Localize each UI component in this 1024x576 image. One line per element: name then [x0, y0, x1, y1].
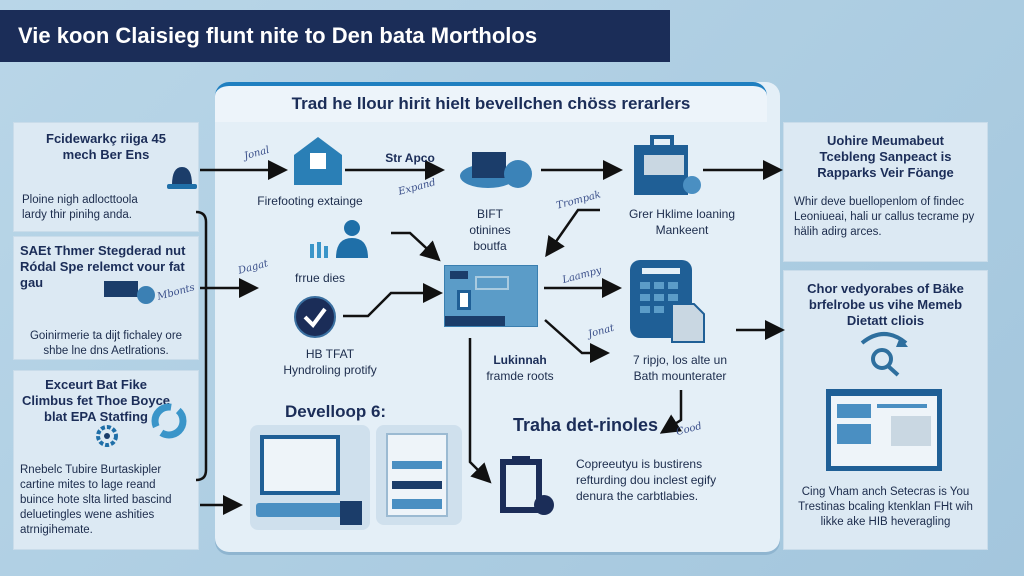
right-card-2: Chor vedyorabes of Bäke brfelrobe us vih… — [783, 270, 988, 550]
card-stack-icon — [102, 277, 155, 304]
calculator-document-icon — [628, 258, 708, 349]
card-body: Whir deve buellopenlom of findec Leoniue… — [794, 196, 975, 238]
card-body: Cing Vham anch Setecras is You Trestinas… — [798, 486, 973, 528]
laptop-icon — [458, 150, 536, 197]
card-body: Ploine nigh adlocttoola lardy thir pinih… — [22, 194, 138, 221]
right-card-1: Uohire Meumabeut Tcebleng Sanpeact is Ra… — [783, 122, 988, 262]
desktop-computer-icon — [250, 425, 370, 530]
dashboard-icon — [444, 265, 538, 327]
refresh-search-icon — [854, 329, 914, 384]
left-card-2: SAEt Thmer Stegderad nut Ródal Spe relem… — [13, 236, 199, 360]
clipboard-icon — [498, 455, 558, 522]
panel-header: Trad he llour hirit hielt bevellchen chö… — [215, 82, 767, 122]
card-body: Rnebelc Tubire Burtaskipler cartine mite… — [20, 464, 172, 536]
tablet-icon — [376, 425, 462, 525]
label-line: refturding dou inclest egify — [576, 473, 717, 487]
label-line: Copreeutyu is bustirens — [576, 457, 703, 471]
sync-icon — [149, 401, 189, 446]
label-line: Lukinnah — [493, 353, 547, 367]
helmet-icon — [164, 163, 200, 193]
card-heading: Exceurt Bat Fike Climbus fet Thoe Boyce … — [21, 377, 171, 424]
card-heading: SAEt Thmer Stegderad nut Ródal Spe relem… — [20, 243, 186, 290]
gear-icon — [94, 423, 120, 454]
label-line: boutfa — [473, 239, 507, 253]
node-label-str-apco: Str Apco — [385, 151, 435, 165]
label-line: framde roots — [486, 369, 554, 383]
browser-window-icon — [826, 389, 942, 471]
card-body: Goinirmerie ta dijt fichaley ore shbe ln… — [29, 330, 183, 357]
node-label-hbtfat: HB TFAT Hyndroling protify — [250, 346, 410, 378]
label-line: Mankeent — [655, 223, 709, 237]
page-title: Vie koon Claisieg flunt nite to Den bata… — [0, 10, 670, 62]
label-line: 7 ripjo, los alte un — [632, 353, 728, 367]
label-line: BIFT — [477, 207, 503, 221]
card-heading: Fcidewarkç riiga 45 mech Ber Ens — [46, 131, 166, 162]
label-line: Grer Hklime loaning — [628, 207, 736, 221]
briefcase-icon — [632, 133, 704, 202]
traha-heading: Traha det-rinoles — [513, 415, 659, 435]
node-label-bift: BIFT otinines boutfa — [450, 206, 530, 254]
house-icon — [290, 135, 346, 192]
left-card-1: Fcidewarkç riiga 45 mech Ber Ens Ploine … — [13, 122, 199, 232]
label-line: HB TFAT — [305, 347, 355, 361]
checkmark-icon — [293, 295, 337, 344]
node-label-ripjo: 7 ripjo, los alte un Bath mounterater — [605, 352, 755, 384]
left-card-3: Exceurt Bat Fike Climbus fet Thoe Boyce … — [13, 370, 199, 550]
node-label-firefooting: Firefooting extainge — [257, 194, 363, 208]
label-line: otinines — [469, 223, 511, 237]
traha-body: Copreeutyu is bustirens refturding dou in… — [576, 456, 746, 504]
label-line: denura the carbtlabies. — [576, 489, 699, 503]
label-line: Hyndroling protify — [283, 363, 377, 377]
card-heading: Chor vedyorabes of Bäke brfelrobe us vih… — [807, 281, 964, 328]
team-icon — [306, 218, 382, 267]
card-heading: Uohire Meumabeut Tcebleng Sanpeact is Ra… — [817, 133, 954, 180]
label-line: Bath mounterater — [633, 369, 727, 383]
node-label-lukinnah: Lukinnah framde roots — [475, 352, 565, 384]
develloop-heading: Develloop 6: — [285, 402, 387, 421]
node-label-frrue: frrue dies — [294, 271, 346, 285]
